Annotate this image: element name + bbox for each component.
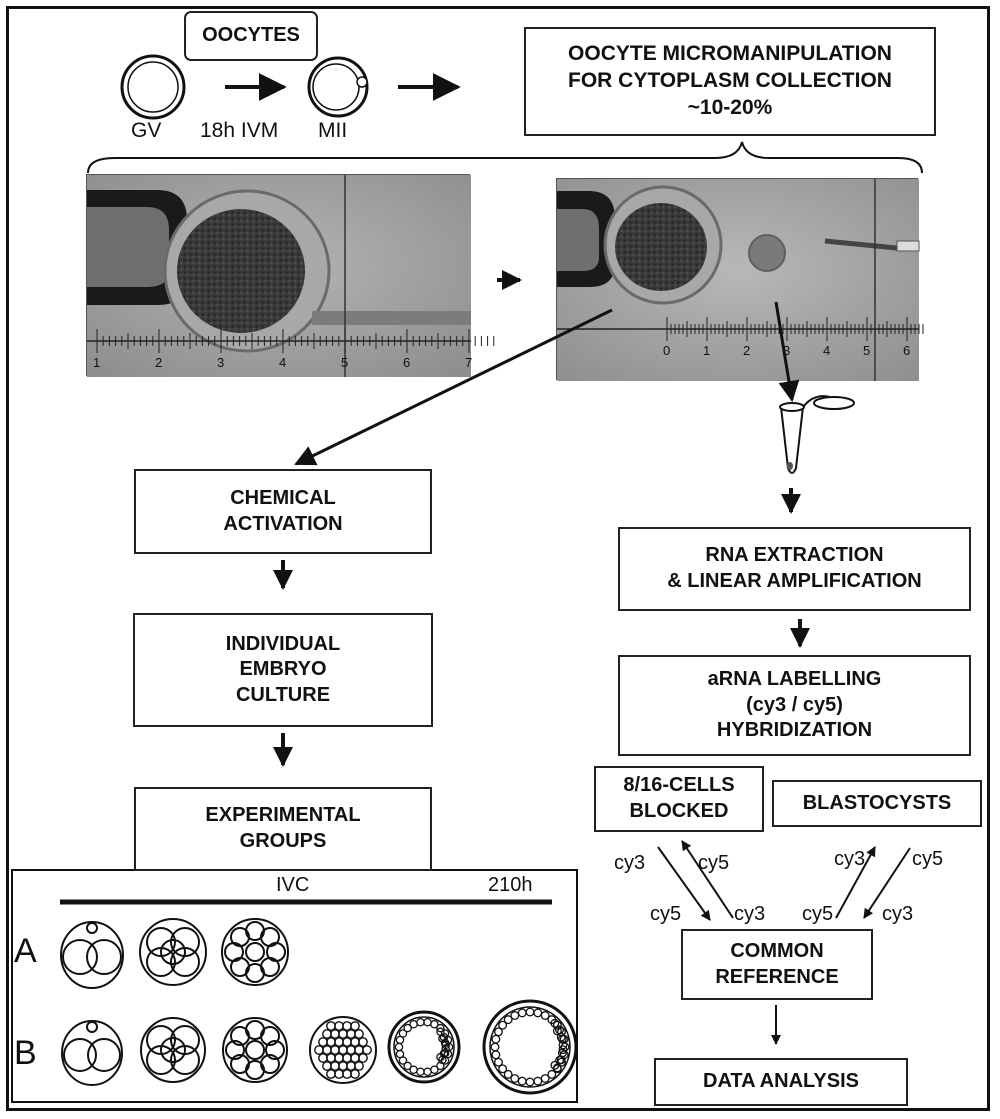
reference-line2: REFERENCE	[715, 965, 839, 988]
scale-right-tick-label: 4	[823, 343, 830, 358]
embryo-b-8cell	[222, 1017, 288, 1083]
scale-right-tick-label: 2	[743, 343, 750, 358]
scale-left-tick-label: 5	[341, 355, 348, 370]
scale-left-tick-label: 2	[155, 355, 162, 370]
micrograph-before: 1 2 3 4 5 6 7	[86, 174, 495, 377]
micromanipulation-line3: ~10-20%	[687, 95, 773, 119]
gv-oocyte-icon	[120, 54, 186, 120]
cy3-label-right-bottom: cy3	[882, 903, 914, 925]
bracket	[87, 141, 923, 174]
gv-label: GV	[131, 119, 162, 142]
cy3-label-left-top: cy3	[614, 852, 646, 874]
mii-oocyte-icon	[307, 56, 369, 118]
reference-box: COMMON REFERENCE	[681, 929, 873, 1000]
scale-left-tick-label: 4	[279, 355, 286, 370]
cy5-right-arrow	[835, 846, 876, 919]
scale-right-tick-label: 6	[903, 343, 910, 358]
micrograph-after: 0 1 2 3 4 5 6	[556, 178, 924, 381]
activation-line2: ACTIVATION	[223, 512, 343, 535]
blocked-box: 8/16-CELLS BLOCKED	[594, 766, 764, 832]
activation-line1: CHEMICAL	[230, 486, 336, 509]
labelling-line1: aRNA LABELLING	[707, 668, 882, 691]
scale-right-tick-label: 3	[783, 343, 790, 358]
micromanipulation-line2: FOR CYTOPLASM COLLECTION	[568, 69, 892, 93]
blocked-line1: 8/16-CELLS	[623, 774, 735, 797]
embryo-b-morula	[309, 1016, 377, 1084]
reference-line1: COMMON	[730, 939, 824, 962]
rna-line2: & LINEAR AMPLIFICATION	[667, 570, 922, 592]
cy3-left-arrow	[657, 846, 711, 921]
cy5-label-left-top: cy5	[698, 852, 730, 874]
scale-right-tick-label: 0	[663, 343, 670, 358]
scale-left-tick-label: 7	[465, 355, 472, 370]
ivm-label: 18h IVM	[200, 119, 279, 142]
micromanipulation-line1: OOCYTE MICROMANIPULATION	[568, 42, 892, 66]
scale-right-tick-label: 5	[863, 343, 870, 358]
culture-line3: CULTURE	[235, 683, 331, 706]
to-activation-arrow	[294, 308, 613, 466]
embryo-b-4cell	[140, 1017, 206, 1083]
mii-label: MII	[318, 119, 348, 142]
scale-left-tick-label: 3	[217, 355, 224, 370]
groups-line2: GROUPS	[239, 830, 327, 852]
micromanipulation-box: OOCYTE MICROMANIPULATION FOR CYTOPLASM C…	[524, 27, 936, 136]
embryo-a-zygote	[60, 921, 124, 989]
row-a-label: A	[14, 932, 37, 970]
rna-box: RNA EXTRACTION & LINEAR AMPLIFICATION	[618, 527, 971, 611]
embryo-b-early-blastocyst	[387, 1010, 461, 1084]
ivc-panel	[11, 869, 578, 1103]
cy3-label-left-bottom: cy3	[734, 903, 766, 925]
embryo-a-8cell	[221, 918, 289, 986]
oocytes-title: OOCYTES	[202, 24, 300, 47]
culture-box: INDIVIDUAL EMBRYO CULTURE	[133, 613, 433, 727]
cy5-label-right-top: cy5	[912, 848, 944, 870]
analysis-box: DATA ANALYSIS	[654, 1058, 908, 1106]
blocked-line2: BLOCKED	[629, 800, 729, 822]
cy5-label-right-bottom: cy5	[802, 903, 834, 925]
outer-frame	[6, 6, 990, 1111]
cy3-right-arrow	[863, 847, 911, 919]
oocytes-box: OOCYTES	[184, 11, 318, 61]
groups-box: EXPERIMENTAL GROUPS	[134, 787, 432, 871]
rna-line1: RNA EXTRACTION	[705, 544, 884, 567]
blastocysts-label: BLASTOCYSTS	[802, 791, 952, 814]
embryo-a-4cell	[139, 918, 207, 986]
tube-icon	[779, 395, 855, 474]
labelling-line3: HYBRIDIZATION	[716, 719, 873, 742]
culture-line1: INDIVIDUAL	[225, 632, 341, 655]
cy3-label-right-top: cy3	[834, 848, 866, 870]
embryo-b-zygote	[61, 1020, 123, 1086]
culture-line2: EMBRYO	[239, 658, 327, 681]
micrograph-after-art: 0 1 2 3 4 5 6	[557, 179, 924, 381]
blastocysts-box: BLASTOCYSTS	[772, 780, 982, 827]
cy5-label-left-bottom: cy5	[650, 903, 682, 925]
scale-left-tick-label: 6	[403, 355, 410, 370]
scale-right-tick-label: 1	[703, 343, 710, 358]
activation-box: CHEMICAL ACTIVATION	[134, 469, 432, 554]
ivc-label: IVC	[276, 874, 310, 896]
labelling-box: aRNA LABELLING (cy3 / cy5) HYBRIDIZATION	[618, 655, 971, 756]
embryo-b-expanded-blastocyst	[482, 999, 578, 1095]
to-tube-arrow	[774, 301, 800, 403]
ivc-end-label: 210h	[488, 874, 533, 896]
row-b-label: B	[14, 1034, 37, 1072]
groups-line1: EXPERIMENTAL	[205, 804, 361, 827]
scale-left-tick-label: 1	[93, 355, 100, 370]
micrograph-before-art: 1 2 3 4 5 6 7	[87, 175, 495, 377]
analysis-label: DATA ANALYSIS	[703, 1070, 859, 1093]
labelling-line2: (cy3 / cy5)	[746, 693, 843, 716]
cy5-left-arrow	[681, 840, 734, 919]
